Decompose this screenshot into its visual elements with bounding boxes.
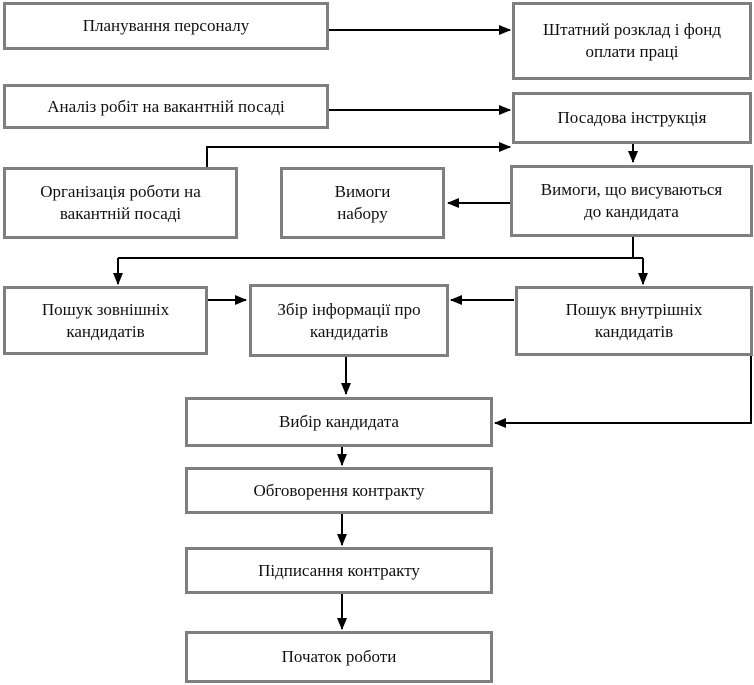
node-job-analysis-label: Аналіз робіт на вакантній посаді: [47, 96, 285, 116]
edge-internal-search-to-candidate-selection: [494, 356, 752, 428]
node-contract-signing: Підписання контракту: [185, 547, 493, 594]
node-external-search-label: Пошук зовнішніх кандидатів: [41, 299, 170, 341]
node-work-organization-label: Організація роботи на вакантній посаді: [40, 182, 201, 223]
node-job-analysis: Аналіз робіт на вакантній посаді: [3, 84, 329, 129]
node-planning: Планування персоналу: [3, 2, 329, 50]
node-contract-negotiation: Обговорення контракту: [185, 467, 493, 514]
node-external-search: Пошук зовнішніх кандидатів: [3, 286, 208, 355]
node-start-work: Початок роботи: [185, 631, 493, 683]
node-staffing-label: Штатний розклад і фонд оплати праці: [542, 20, 721, 61]
edge-work-organization-to-job-description: [206, 142, 511, 167]
node-info-collection: Збір інформації про кандидатів: [249, 284, 449, 357]
node-contract-signing-label: Підписання контракту: [258, 560, 420, 580]
node-candidate-selection: Вибір кандидата: [185, 397, 493, 447]
node-staffing: Штатний розклад і фонд оплати праці: [512, 2, 752, 80]
node-job-description-label: Посадова інструкція: [557, 108, 707, 127]
node-work-organization: Організація роботи на вакантній посаді: [3, 167, 238, 239]
node-internal-search-label: Пошук внутрішніх кандидатів: [565, 300, 703, 341]
node-contract-negotiation-label: Обговорення контракту: [253, 480, 425, 500]
node-planning-label: Планування персоналу: [82, 16, 250, 35]
node-internal-search: Пошук внутрішніх кандидатів: [515, 286, 753, 356]
node-recruitment-requirements: Вимоги набору: [280, 167, 445, 239]
node-info-collection-label: Збір інформації про кандидатів: [277, 299, 421, 341]
node-candidate-requirements-label: Вимоги, що висуваються до кандидата: [540, 180, 723, 221]
node-candidate-requirements: Вимоги, що висуваються до кандидата: [510, 165, 753, 237]
node-start-work-label: Початок роботи: [281, 647, 397, 666]
node-candidate-selection-label: Вибір кандидата: [279, 412, 399, 431]
node-recruitment-requirements-label: Вимоги набору: [334, 182, 391, 223]
node-job-description: Посадова інструкція: [512, 92, 752, 144]
